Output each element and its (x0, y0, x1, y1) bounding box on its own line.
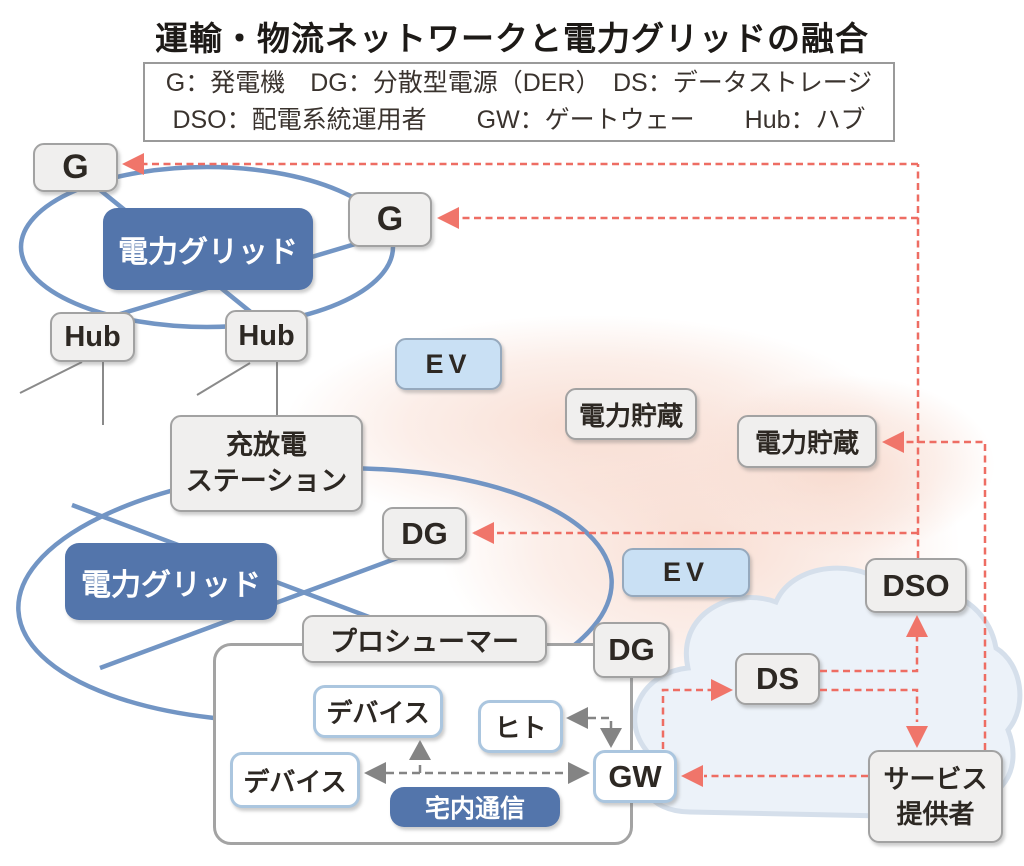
service-provider-line-2: 提供者 (896, 798, 975, 829)
node-power-storage-1: 電力貯蔵 (565, 388, 697, 440)
node-device-2: デバイス (230, 752, 360, 808)
legend-line-1: G：発電機 DG：分散型電源（DER） DS：データストレージ (165, 69, 873, 97)
node-device-1: デバイス (313, 685, 443, 738)
diagram-title: 運輸・物流ネットワークと電力グリッドの融合 (155, 20, 869, 57)
node-generator-2: G (348, 192, 432, 247)
node-dso: DSO (865, 558, 967, 613)
node-ev-2: EV (622, 548, 750, 597)
node-dg-2: DG (593, 622, 670, 678)
service-provider-line-1: サービス (883, 764, 988, 795)
node-ds: DS (735, 653, 820, 705)
node-power-grid-2: 電力グリッド (65, 543, 277, 620)
charging-station-line-2: ステーション (185, 465, 348, 496)
node-hub-1: Hub (50, 312, 135, 362)
node-service-provider: サービス 提供者 (868, 750, 1003, 843)
node-home-communication: 宅内通信 (390, 787, 560, 827)
node-power-grid-1: 電力グリッド (103, 208, 313, 290)
red-arrowheads (122, 153, 928, 787)
node-dg-1: DG (382, 507, 467, 560)
hub-stub-lines (19, 361, 278, 425)
legend-line-2: DSO：配電系統運用者 GW：ゲートウェー Hub：ハブ (172, 106, 866, 134)
node-generator-1: G (33, 143, 118, 192)
node-hub-2: Hub (225, 310, 308, 362)
node-ev-1: EV (395, 338, 502, 390)
charging-station-line-1: 充放電 (226, 429, 307, 460)
gray-arrowheads (364, 707, 622, 784)
legend-box: G：発電機 DG：分散型電源（DER） DS：データストレージ DSO：配電系統… (143, 62, 895, 142)
node-power-storage-2: 電力貯蔵 (737, 415, 877, 468)
red-dashed-lines (128, 162, 987, 778)
node-human: ヒト (478, 700, 563, 753)
node-charging-station: 充放電 ステーション (170, 415, 363, 512)
node-gateway: GW (593, 750, 677, 803)
node-prosumer: プロシューマー (302, 615, 547, 663)
